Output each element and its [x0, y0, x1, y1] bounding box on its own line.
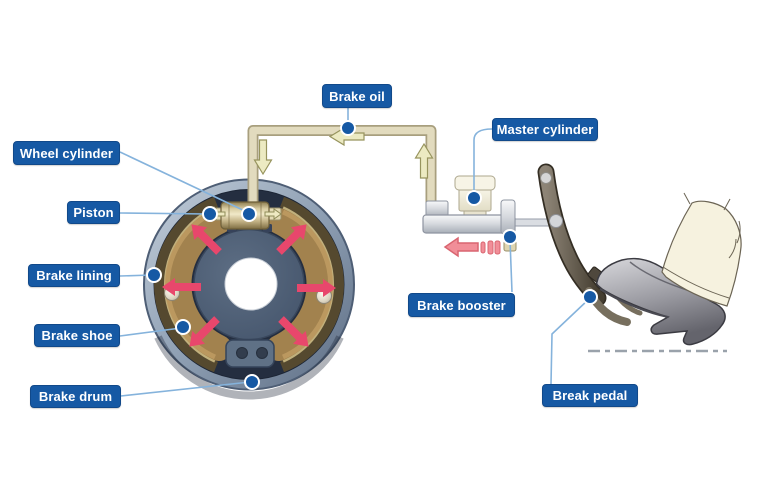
pressure-arrow-left-icon: [162, 278, 201, 296]
brake-oil-flow-arrows: [253, 126, 434, 179]
label-brake-booster: Brake booster: [408, 293, 515, 317]
leader-master-cylinder: [473, 128, 493, 196]
label-brake-shoe: Brake shoe: [34, 324, 120, 347]
brake-lining-left: [154, 196, 219, 373]
pant-top-tick-2: [723, 198, 731, 211]
pressure-arrows: [162, 224, 336, 347]
brake-booster-arrow: [443, 236, 501, 258]
booster-bar-1: [480, 241, 486, 254]
label-master-cylinder: Master cylinder: [492, 118, 598, 141]
pressure-arrow-up-right-icon: [276, 224, 307, 255]
pressure-arrow-up-left-icon: [191, 224, 222, 255]
anchor-plate: [225, 339, 275, 368]
label-brake-oil: Brake oil: [322, 84, 392, 108]
flow-arrow-left-icon: [328, 126, 365, 147]
callout-dots: [146, 120, 598, 390]
foot: [595, 192, 742, 346]
pressure-arrow-down-left-icon: [189, 316, 220, 347]
pant-cuff-seam: [662, 266, 730, 299]
master-cylinder-flange: [500, 199, 516, 235]
pant-crease-1: [736, 220, 741, 244]
dot-brake-booster: [502, 229, 518, 245]
pressure-arrow-right-icon: [297, 279, 336, 297]
pedal-pivot-rod: [549, 214, 563, 228]
anchor-hole-left: [236, 347, 248, 359]
dot-brake-lining: [146, 267, 162, 283]
dot-piston: [202, 206, 218, 222]
leader-brake-booster: [509, 239, 513, 293]
booster-bar-3: [494, 240, 501, 255]
foot-shoe: [595, 257, 726, 346]
label-piston: Piston: [67, 201, 120, 224]
pedal-pivot-top: [540, 172, 552, 184]
drum-rim-shadow: [154, 335, 344, 400]
pant-top-tick-1: [683, 192, 691, 205]
dot-break-pedal: [582, 289, 598, 305]
shoe-sole-line: [599, 288, 669, 318]
leader-brake-shoe: [119, 327, 182, 337]
reservoir-cap: [454, 175, 496, 191]
brake-lining-right: [279, 196, 344, 373]
axle-hole: [224, 257, 278, 311]
dot-brake-shoe: [175, 319, 191, 335]
anchor-hole-right: [256, 347, 268, 359]
booster-bar-2: [487, 240, 494, 255]
leader-break-pedal: [550, 298, 590, 385]
dot-wheel-cylinder: [241, 206, 257, 222]
flow-arrow-down-icon: [253, 139, 273, 176]
piston-arrow-right-icon: [264, 208, 282, 220]
booster-arrow-left-icon: [443, 236, 479, 258]
dot-brake-drum: [244, 374, 260, 390]
pressure-arrow-down-right-icon: [278, 316, 309, 347]
leader-piston: [119, 212, 209, 215]
label-wheel-cylinder: Wheel cylinder: [13, 141, 120, 165]
label-brake-drum: Brake drum: [30, 385, 121, 408]
pant-crease-2: [728, 238, 737, 259]
label-brake-lining: Brake lining: [28, 264, 120, 287]
master-cylinder-assembly: [422, 175, 558, 252]
dot-brake-oil: [340, 120, 356, 136]
leader-brake-drum: [120, 381, 251, 397]
dot-master-cylinder: [466, 190, 482, 206]
leader-wheel-cylinder: [119, 151, 248, 213]
flow-arrow-up-icon: [414, 142, 434, 179]
label-break-pedal: Break pedal: [542, 384, 638, 407]
